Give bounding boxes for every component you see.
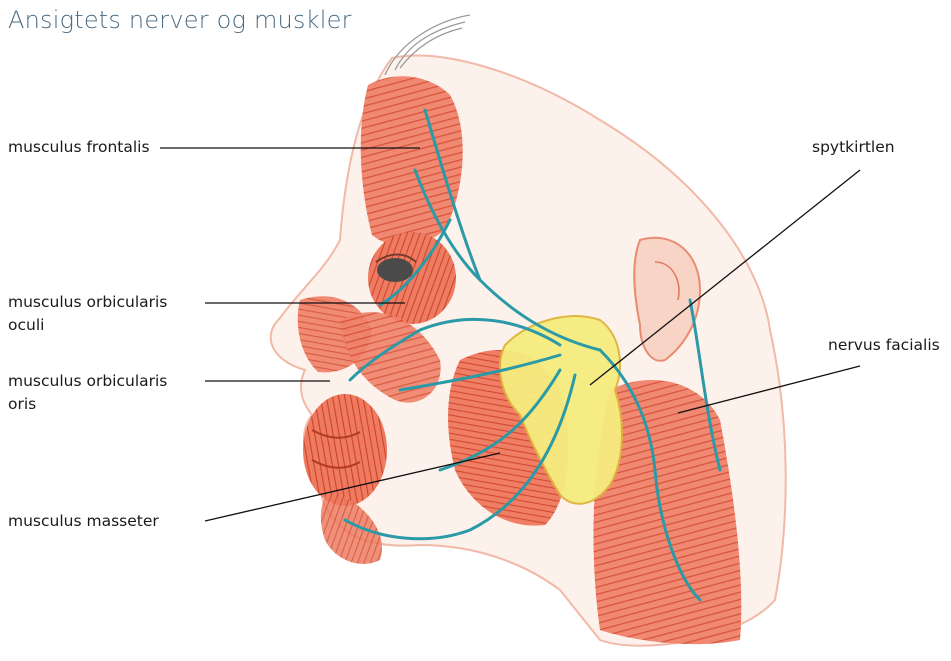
label-spytkirtlen: spytkirtlen (812, 136, 895, 159)
label-orbicularis-oculi-line2: oculi (8, 314, 167, 337)
label-nervus-facialis: nervus facialis (828, 334, 940, 357)
label-orbicularis-oris-line1: musculus orbicularis (8, 370, 167, 393)
label-orbicularis-oculi-line1: musculus orbicularis (8, 291, 167, 314)
label-frontalis: musculus frontalis (8, 136, 150, 159)
label-orbicularis-oris-line2: oris (8, 393, 167, 416)
frontalis-muscle (361, 76, 463, 245)
eye-icon (377, 258, 413, 282)
label-masseter: musculus masseter (8, 510, 159, 533)
label-orbicularis-oris: musculus orbicularis oris (8, 370, 167, 416)
label-orbicularis-oculi: musculus orbicularis oculi (8, 291, 167, 337)
